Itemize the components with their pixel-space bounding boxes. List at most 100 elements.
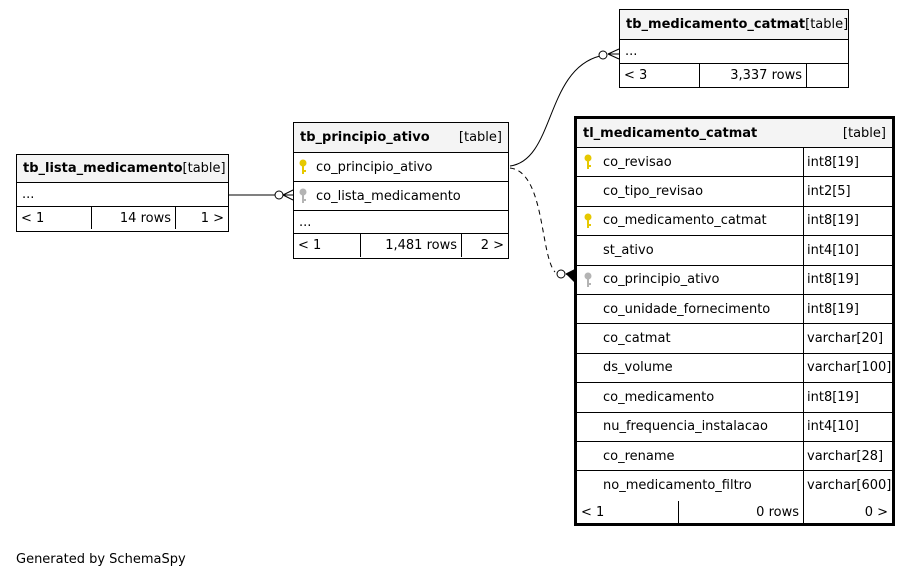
ellipsis-row: ... xyxy=(620,40,848,64)
table-header: tl_medicamento_catmat [table] xyxy=(577,119,892,148)
column-name: co_medicamento_catmat xyxy=(599,206,804,236)
table-tb-lista-medicamento[interactable]: tb_lista_medicamento [table] ... < 1 14 … xyxy=(16,154,229,232)
table-header: tb_medicamento_catmat [table] xyxy=(620,10,848,40)
table-type: [table] xyxy=(182,161,226,176)
table-name: tl_medicamento_catmat xyxy=(583,125,758,141)
column-type: int4[10] xyxy=(807,242,859,258)
table-name: tb_lista_medicamento xyxy=(23,161,183,176)
table-name: tb_medicamento_catmat xyxy=(626,17,806,32)
table-name: tb_principio_ativo xyxy=(300,130,430,145)
table-footer: < 3 3,337 rows xyxy=(620,64,848,87)
children-link[interactable]: 1 > xyxy=(200,210,224,226)
key-slot xyxy=(577,236,599,264)
ellipsis: ... xyxy=(299,214,312,230)
column-type: int2[5] xyxy=(807,184,851,200)
key-slot xyxy=(577,471,599,500)
key-slot xyxy=(577,354,599,382)
table-tb-principio-ativo[interactable]: tb_principio_ativo [table] co_principio_… xyxy=(293,122,509,259)
parents-link[interactable]: < 1 xyxy=(294,234,361,257)
table-header: tb_lista_medicamento [table] xyxy=(17,155,228,183)
table-type: [table] xyxy=(805,17,849,32)
column-name: st_ativo xyxy=(599,236,804,265)
column-row: co_principio_ativo xyxy=(294,153,508,182)
key-slot xyxy=(577,324,599,352)
column-name: co_revisao xyxy=(599,148,804,177)
table-footer: < 1 14 rows 1 > xyxy=(17,207,228,229)
column-type: int4[10] xyxy=(807,419,859,435)
ellipsis: ... xyxy=(22,187,35,202)
table-header: tb_principio_ativo [table] xyxy=(294,123,508,153)
foreign-key-icon xyxy=(577,266,599,294)
table-footer: < 1 1,481 rows 2 > xyxy=(294,234,508,257)
table-tl-medicamento-catmat[interactable]: tl_medicamento_catmat [table] co_revisao… xyxy=(574,116,895,526)
row-count: 3,337 rows xyxy=(700,64,807,87)
foreign-key-icon xyxy=(294,182,312,210)
row-count: 14 rows xyxy=(92,207,176,229)
key-slot xyxy=(577,177,599,205)
table-type: [table] xyxy=(458,130,502,145)
column-type: varchar[20] xyxy=(807,331,884,347)
primary-key-icon xyxy=(577,207,599,235)
row-count: 1,481 rows xyxy=(361,234,462,257)
key-slot xyxy=(577,413,599,441)
column-type: int8[19] xyxy=(807,389,859,405)
children-link[interactable]: 2 > xyxy=(480,238,504,253)
column-name: co_principio_ativo xyxy=(316,159,433,175)
key-slot xyxy=(577,295,599,323)
primary-key-icon xyxy=(294,153,312,181)
column-type: varchar[600] xyxy=(807,478,892,494)
column-name: co_medicamento xyxy=(599,383,804,412)
table-type: [table] xyxy=(842,125,886,141)
column-name: no_medicamento_filtro xyxy=(599,471,804,501)
edge-principio-to-tl xyxy=(509,167,556,273)
column-name: nu_frequencia_instalacao xyxy=(599,412,804,441)
ellipsis-row: ... xyxy=(17,183,228,207)
column-type: varchar[28] xyxy=(807,448,884,464)
generated-by-note: Generated by SchemaSpy xyxy=(16,552,186,567)
edge-tl-zero-marker xyxy=(556,269,566,279)
children-link[interactable]: 0 > xyxy=(864,505,888,521)
edge-catmat-zero-marker xyxy=(598,50,608,60)
column-type: int8[19] xyxy=(807,301,859,317)
column-name: co_rename xyxy=(599,441,804,471)
edge-lista-zero-marker xyxy=(274,190,284,200)
edge-principio-to-catmat xyxy=(509,55,601,167)
column-name: co_catmat xyxy=(599,324,804,353)
edge-tl-arrowhead xyxy=(566,270,575,283)
children-link[interactable] xyxy=(807,64,848,87)
row-count: 0 rows xyxy=(679,500,804,525)
column-row: co_lista_medicamento xyxy=(294,182,508,211)
column-type: int8[19] xyxy=(807,272,859,288)
key-slot xyxy=(577,442,599,470)
column-name: co_principio_ativo xyxy=(599,265,804,294)
column-type: varchar[100] xyxy=(807,360,892,376)
ellipsis: ... xyxy=(625,44,638,59)
edge-lista-crowfoot xyxy=(282,189,294,201)
parents-link[interactable]: < 3 xyxy=(620,64,700,87)
parents-link[interactable]: < 1 xyxy=(577,500,679,525)
edge-catmat-crowfoot xyxy=(607,48,620,60)
table-footer: < 1 0 rows 0 > xyxy=(577,500,892,525)
key-slot xyxy=(577,383,599,411)
table-tb-medicamento-catmat[interactable]: tb_medicamento_catmat [table] ... < 3 3,… xyxy=(619,9,849,88)
column-type: int8[19] xyxy=(807,154,859,170)
column-name: co_lista_medicamento xyxy=(316,188,461,204)
column-name: ds_volume xyxy=(599,353,804,383)
parents-link[interactable]: < 1 xyxy=(17,207,92,229)
primary-key-icon xyxy=(577,148,599,176)
column-type: int8[19] xyxy=(807,213,859,229)
